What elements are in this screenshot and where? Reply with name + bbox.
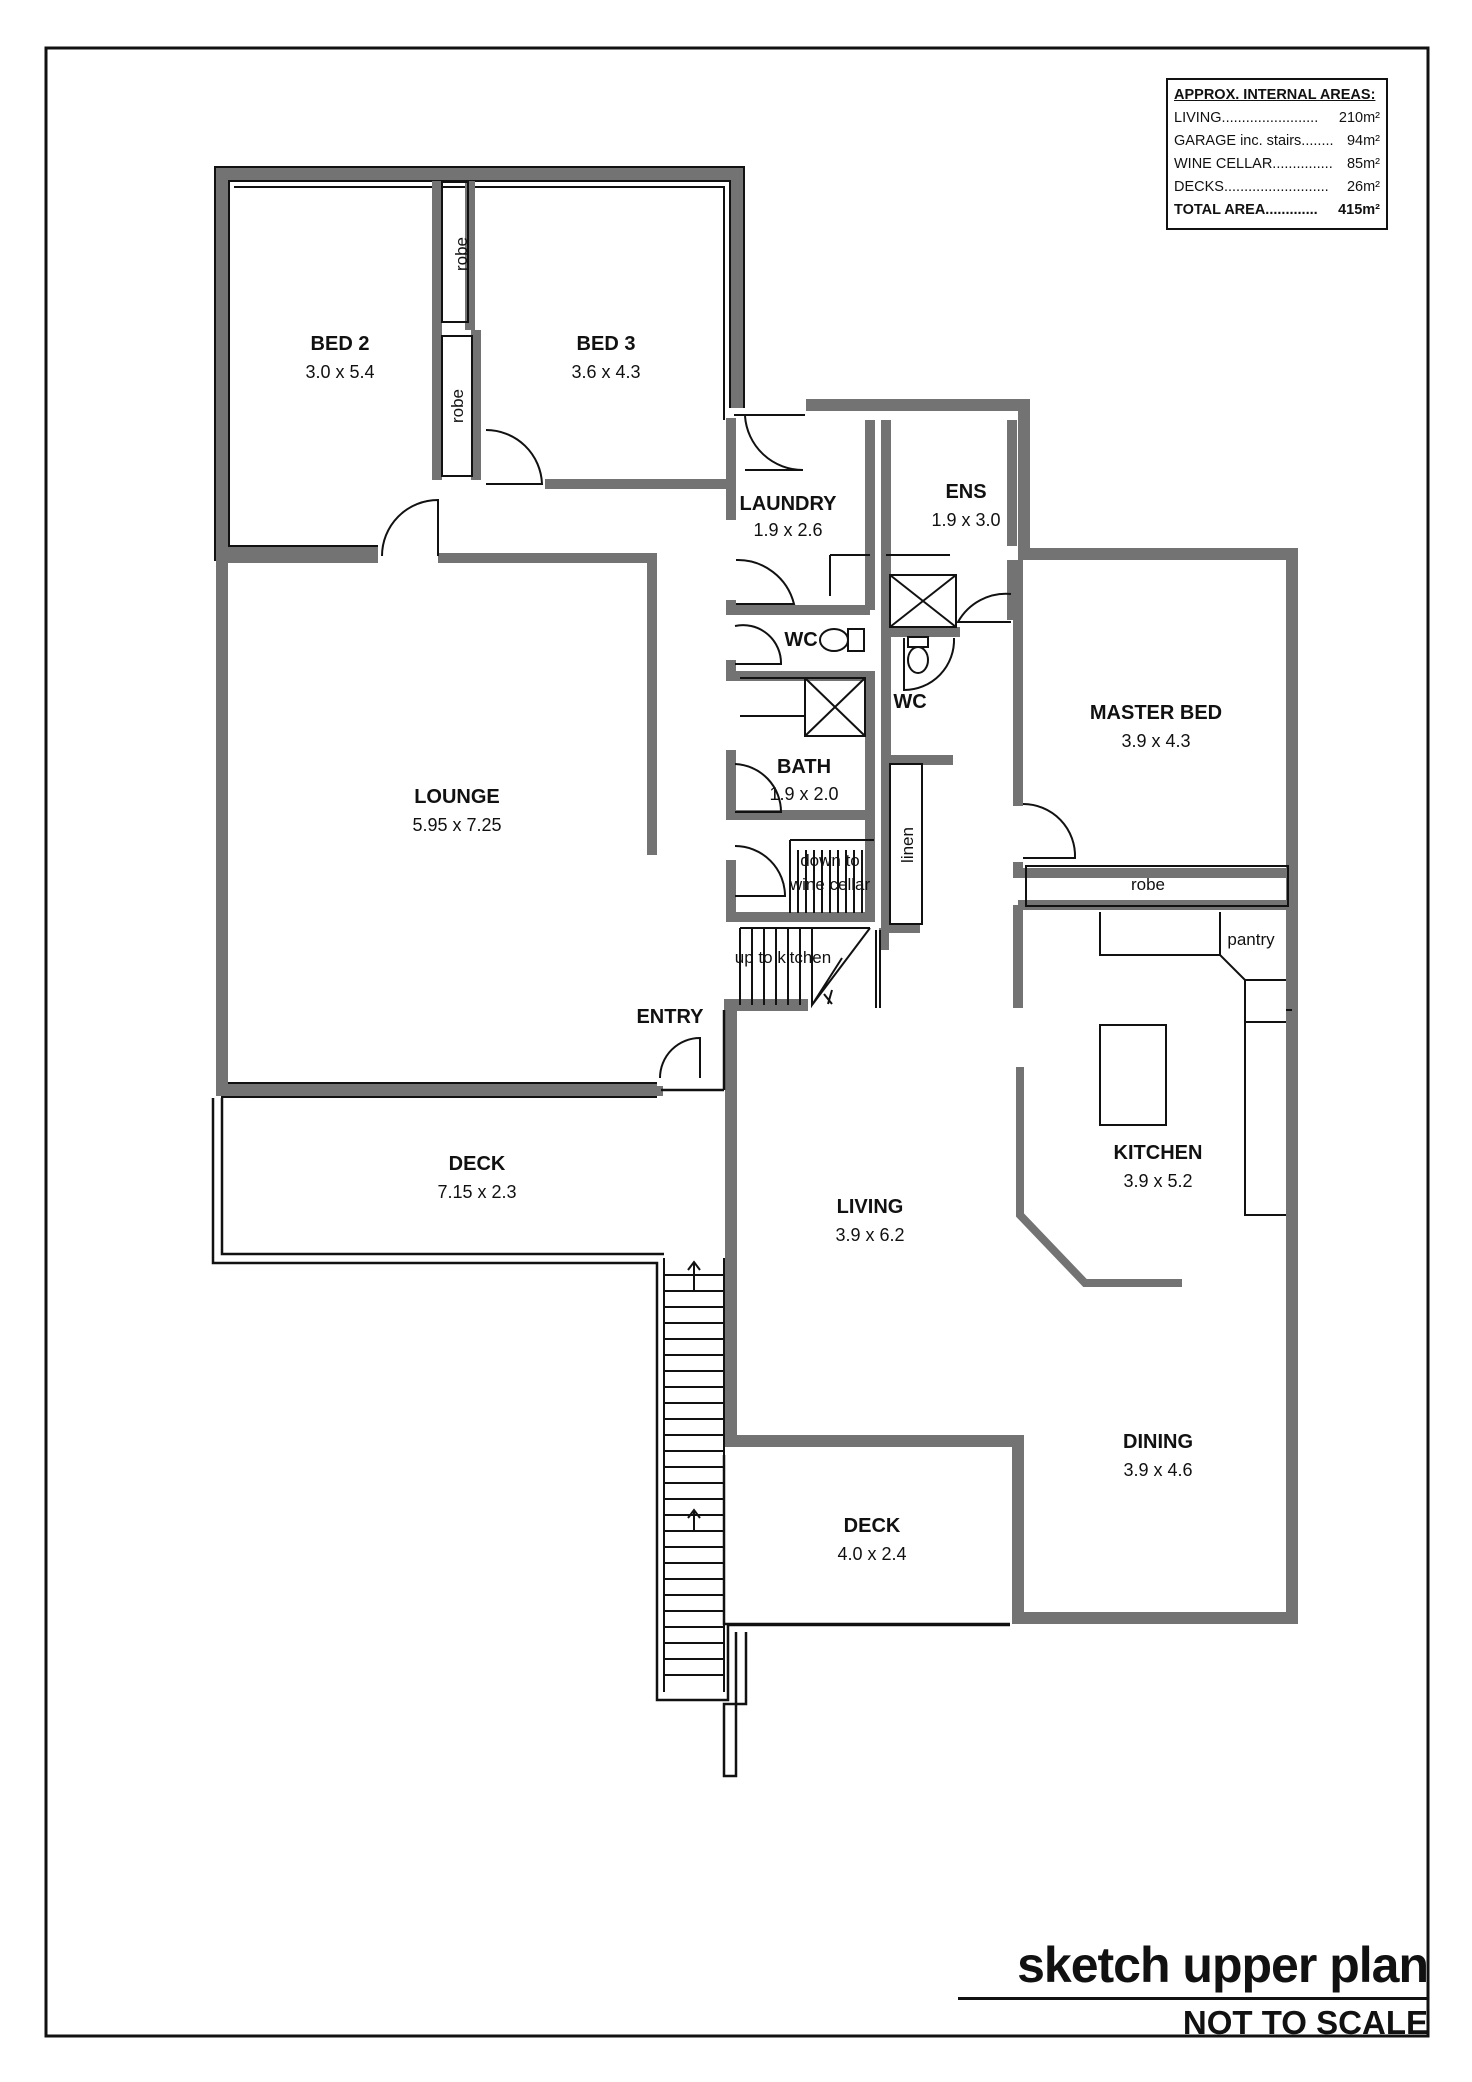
laundry-name: LAUNDRY bbox=[739, 493, 837, 515]
robe-label-2: robe bbox=[448, 389, 467, 423]
area-row-label: WINE CELLAR............... bbox=[1174, 156, 1333, 172]
bath-name: BATH bbox=[777, 756, 831, 778]
title-divider bbox=[958, 1997, 1428, 2000]
area-row: DECKS.......................... 26m² bbox=[1174, 176, 1380, 199]
area-row: LIVING........................ 210m² bbox=[1174, 107, 1380, 130]
dining-dims: 3.9 x 4.6 bbox=[1123, 1460, 1192, 1480]
robe-label-1: robe bbox=[452, 237, 471, 271]
bed2-name: BED 2 bbox=[311, 333, 370, 355]
deck1-dims: 7.15 x 2.3 bbox=[437, 1182, 516, 1202]
area-row-label: DECKS.......................... bbox=[1174, 179, 1329, 195]
area-row-value: 85m² bbox=[1346, 156, 1380, 172]
dining-name: DINING bbox=[1123, 1431, 1193, 1453]
area-schedule: APPROX. INTERNAL AREAS: LIVING..........… bbox=[1166, 78, 1388, 230]
down-label-2: wine cellar bbox=[789, 875, 871, 894]
wc2-name: WC bbox=[893, 691, 926, 713]
linen-label: linen bbox=[898, 827, 917, 863]
pantry-label: pantry bbox=[1227, 930, 1275, 949]
lounge-dims: 5.95 x 7.25 bbox=[412, 815, 501, 835]
room-labels: BED 2 3.0 x 5.4 BED 3 3.6 x 4.3 LAUNDRY … bbox=[305, 237, 1275, 1564]
area-row-value: 26m² bbox=[1346, 179, 1380, 195]
down-label-1: down to bbox=[800, 851, 860, 870]
area-total-label: TOTAL AREA............. bbox=[1174, 202, 1318, 218]
kitchen-dims: 3.9 x 5.2 bbox=[1123, 1171, 1192, 1191]
area-row-label: LIVING........................ bbox=[1174, 110, 1319, 126]
bath-dims: 1.9 x 2.0 bbox=[769, 784, 838, 804]
area-row-label: GARAGE inc. stairs........ bbox=[1174, 133, 1334, 149]
walls bbox=[211, 166, 1298, 1778]
plan-subtitle: NOT TO SCALE bbox=[1182, 2004, 1428, 2041]
robe-label-3: robe bbox=[1131, 875, 1165, 894]
area-row: WINE CELLAR............... 85m² bbox=[1174, 153, 1380, 176]
laundry-dims: 1.9 x 2.6 bbox=[753, 520, 822, 540]
area-row-value: 210m² bbox=[1338, 110, 1380, 126]
up-label: up to kitchen bbox=[735, 948, 831, 967]
living-name: LIVING bbox=[837, 1196, 904, 1218]
area-heading: APPROX. INTERNAL AREAS: bbox=[1174, 87, 1376, 103]
ens-name: ENS bbox=[945, 481, 986, 503]
area-total-value: 415m² bbox=[1338, 202, 1380, 218]
area-total-row: TOTAL AREA............. 415m² bbox=[1174, 199, 1380, 222]
bed3-name: BED 3 bbox=[577, 333, 636, 355]
kitchen-name: KITCHEN bbox=[1114, 1142, 1203, 1164]
lounge-name: LOUNGE bbox=[414, 786, 500, 808]
bed2-dims: 3.0 x 5.4 bbox=[305, 362, 374, 382]
bed3-dims: 3.6 x 4.3 bbox=[571, 362, 640, 382]
deck1-name: DECK bbox=[449, 1153, 506, 1175]
master-dims: 3.9 x 4.3 bbox=[1121, 731, 1190, 751]
area-row: GARAGE inc. stairs........ 94m² bbox=[1174, 130, 1380, 153]
area-row-value: 94m² bbox=[1346, 133, 1380, 149]
deck2-name: DECK bbox=[844, 1515, 901, 1537]
plan-title: sketch upper plan bbox=[1017, 1937, 1429, 1993]
entry-name: ENTRY bbox=[636, 1006, 704, 1028]
master-name: MASTER BED bbox=[1090, 702, 1222, 724]
wc1-name: WC bbox=[784, 629, 817, 651]
ens-dims: 1.9 x 3.0 bbox=[931, 510, 1000, 530]
page-border bbox=[44, 46, 1430, 2038]
living-dims: 3.9 x 6.2 bbox=[835, 1225, 904, 1245]
deck2-dims: 4.0 x 2.4 bbox=[837, 1544, 906, 1564]
